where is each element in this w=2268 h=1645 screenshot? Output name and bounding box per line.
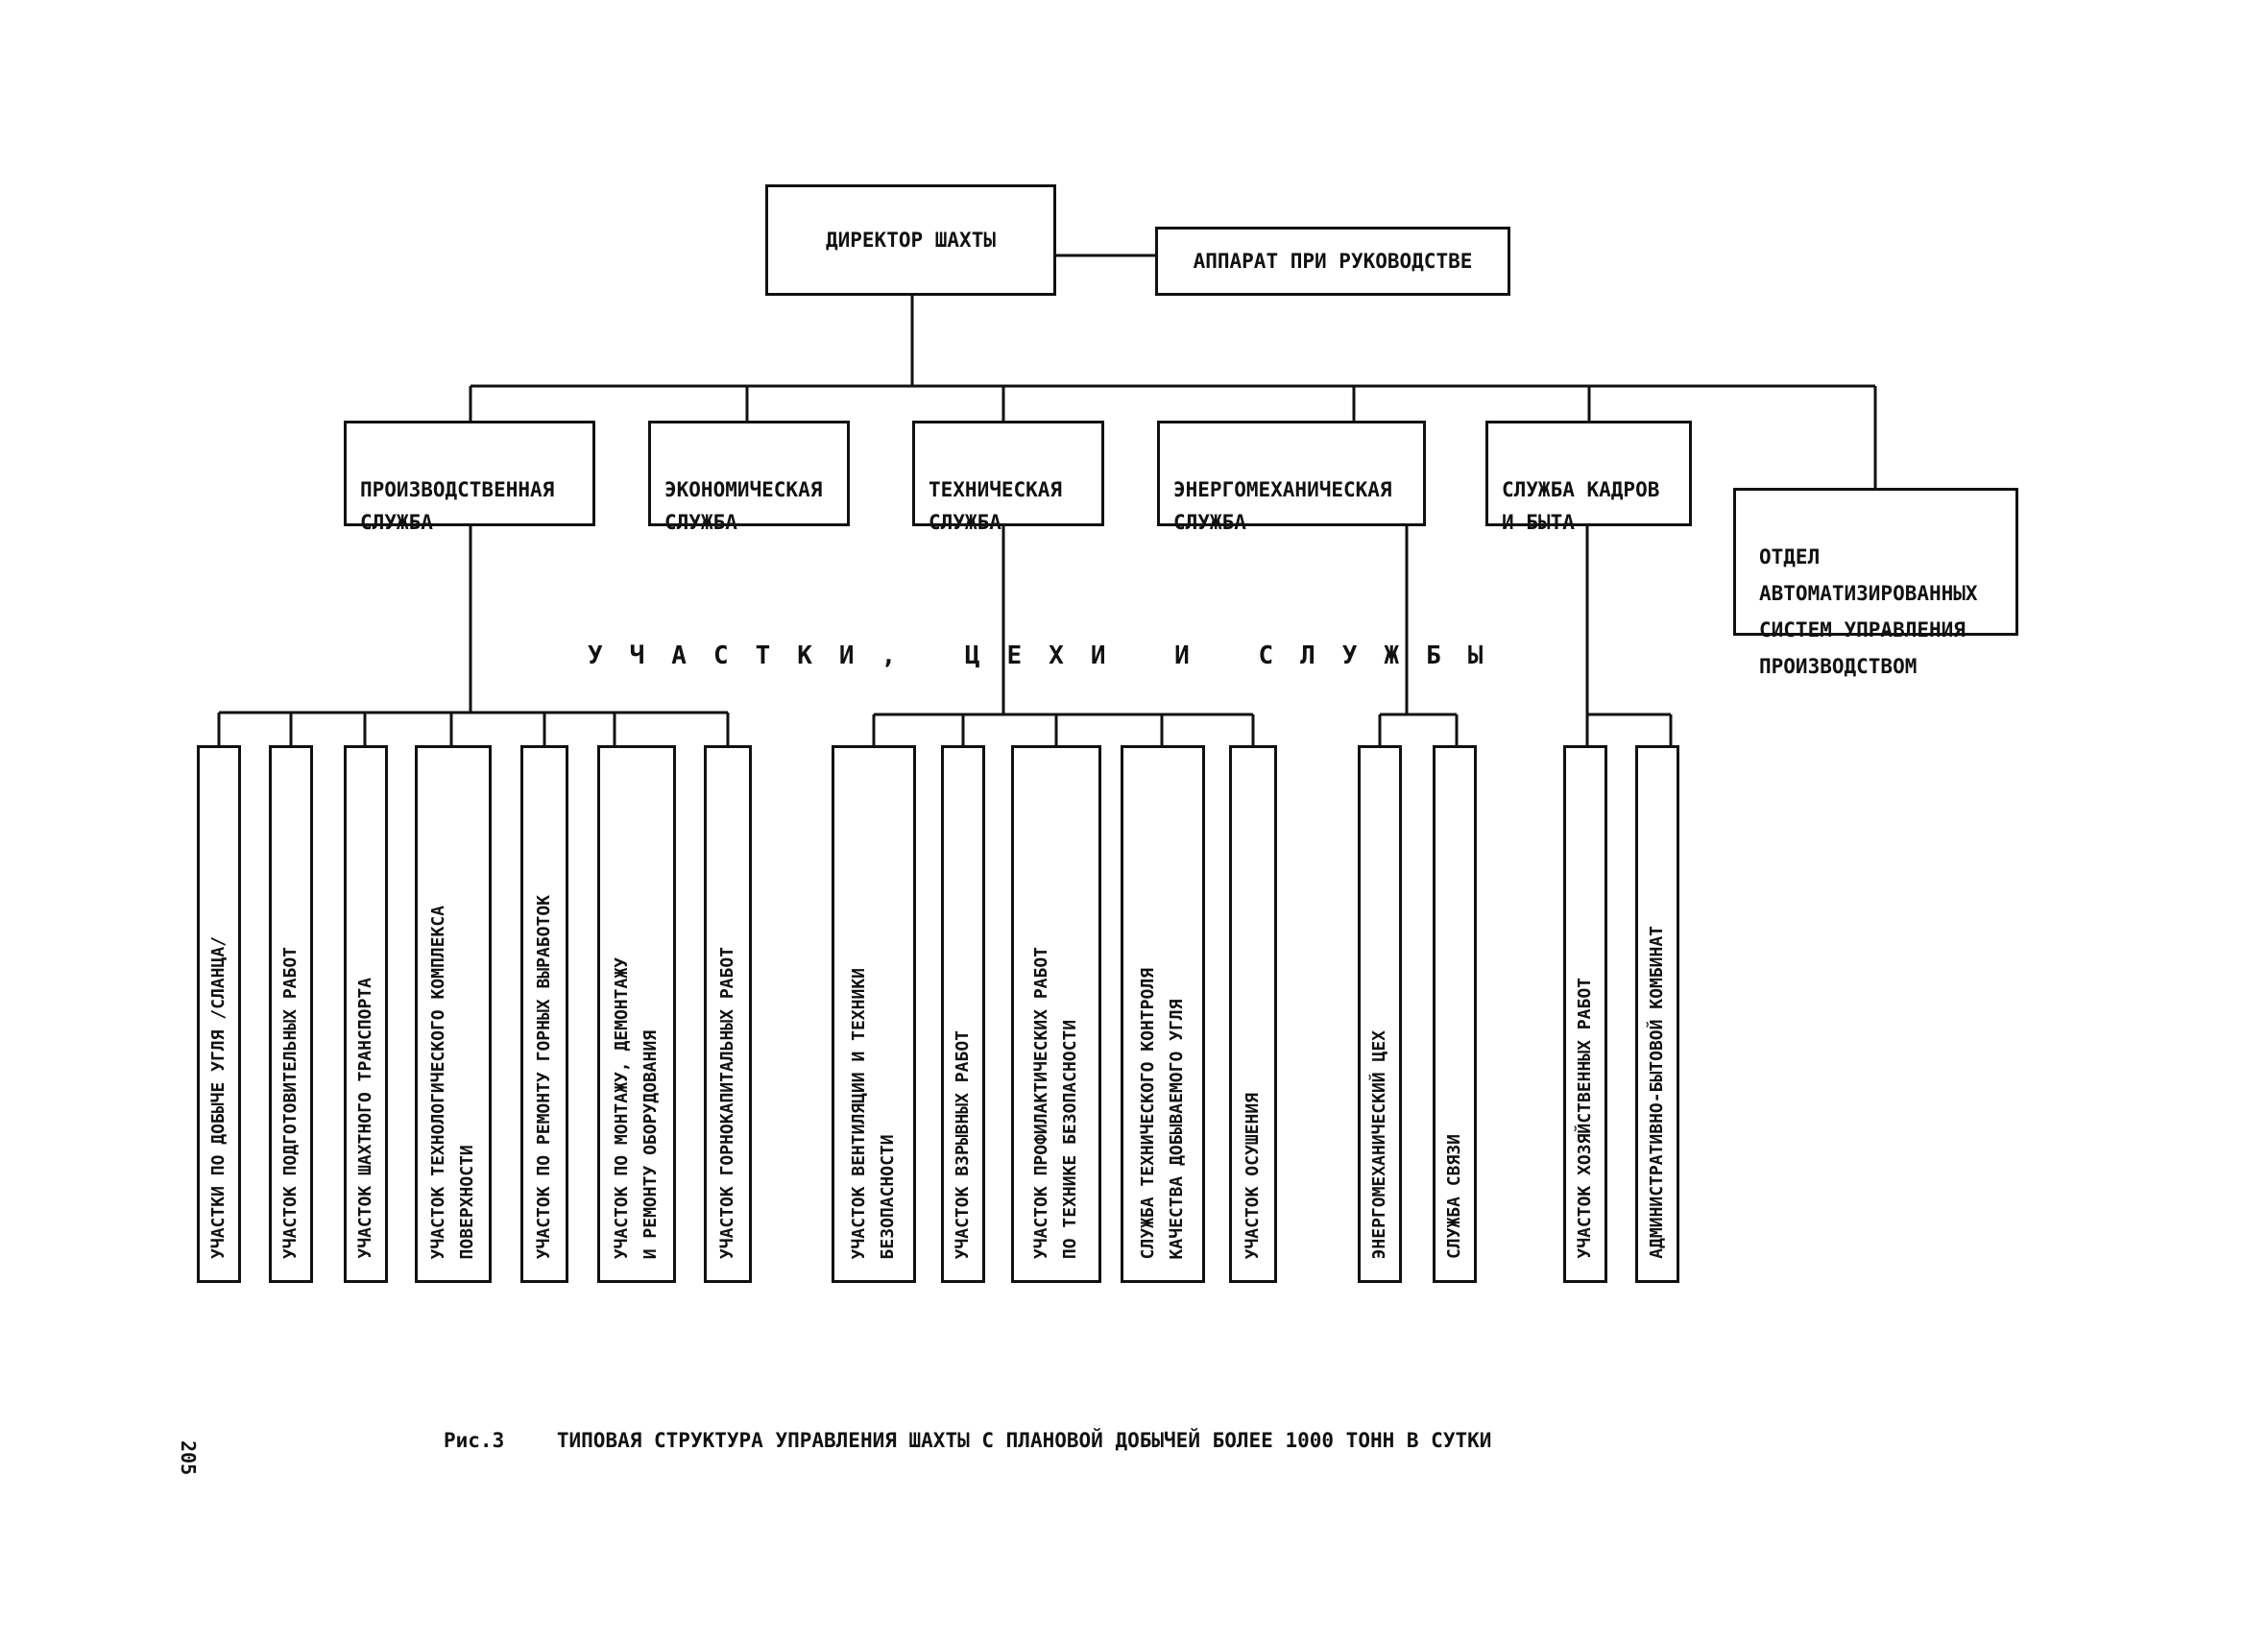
dept-personnel: СЛУЖБА КАДРОВ И БЫТА <box>1485 421 1692 534</box>
dept-technical: ТЕХНИЧЕСКАЯ СЛУЖБА <box>912 421 1104 534</box>
dept-technical-label: ТЕХНИЧЕСКАЯ СЛУЖБА <box>929 478 1063 534</box>
unit-label: УЧАСТОК ПРОФИЛАКТИЧЕСКИХ РАБОТ ПО ТЕХНИК… <box>1031 946 1080 1259</box>
director-box: ДИРЕКТОР ШАХТЫ <box>765 184 1056 296</box>
unit-label: УЧАСТОК ВЕНТИЛЯЦИИ И ТЕХНИКИ БЕЗОПАСНОСТ… <box>849 967 898 1259</box>
unit-label: СЛУЖБА СВЯЗИ <box>1444 1133 1464 1259</box>
unit-label: УЧАСТОК ШАХТНОГО ТРАНСПОРТА <box>355 978 375 1259</box>
unit-box: УЧАСТОК ПРОФИЛАКТИЧЕСКИХ РАБОТ ПО ТЕХНИК… <box>1011 745 1101 1283</box>
unit-box: УЧАСТОК ГОРНОКАПИТАЛЬНЫХ РАБОТ <box>704 745 752 1283</box>
dept-asu: ОТДЕЛ АВТОМАТИЗИРОВАННЫХ СИСТЕМ УПРАВЛЕН… <box>1733 488 2018 678</box>
unit-box: УЧАСТОК ВЗРЫВНЫХ РАБОТ <box>941 745 985 1283</box>
dept-production: ПРОИЗВОДСТВЕННАЯ СЛУЖБА <box>344 421 595 534</box>
dept-production-label: ПРОИЗВОДСТВЕННАЯ СЛУЖБА <box>360 478 555 534</box>
figure-caption: Рис.3 ТИПОВАЯ СТРУКТУРА УПРАВЛЕНИЯ ШАХТЫ… <box>444 1429 1491 1452</box>
unit-box: УЧАСТОК ШАХТНОГО ТРАНСПОРТА <box>344 745 388 1283</box>
unit-box: УЧАСТОК ПО РЕМОНТУ ГОРНЫХ ВЫРАБОТОК <box>520 745 568 1283</box>
unit-box: УЧАСТОК ПОДГОТОВИТЕЛЬНЫХ РАБОТ <box>269 745 313 1283</box>
unit-label: УЧАСТОК ПО РЕМОНТУ ГОРНЫХ ВЫРАБОТОК <box>534 894 554 1259</box>
dept-personnel-label: СЛУЖБА КАДРОВ И БЫТА <box>1502 478 1660 534</box>
unit-box: АДМИНИСТРАТИВНО-БЫТОВОЙ КОМБИНАТ <box>1635 745 1679 1283</box>
unit-box: УЧАСТОК ХОЗЯЙСТВЕННЫХ РАБОТ <box>1563 745 1607 1283</box>
unit-label: УЧАСТОК ТЕХНОЛОГИЧЕСКОГО КОМПЛЕКСА ПОВЕР… <box>428 905 477 1259</box>
unit-box: УЧАСТКИ ПО ДОБЫЧЕ УГЛЯ /СЛАНЦА/ <box>197 745 241 1283</box>
unit-box: УЧАСТОК ПО МОНТАЖУ, ДЕМОНТАЖУ И РЕМОНТУ … <box>597 745 676 1283</box>
dept-asu-label: ОТДЕЛ АВТОМАТИЗИРОВАННЫХ СИСТЕМ УПРАВЛЕН… <box>1759 545 1978 678</box>
section-label: УЧАСТКИ, ЦЕХИ И СЛУЖБЫ <box>588 641 1510 670</box>
apparatus-label: АППАРАТ ПРИ РУКОВОДСТВЕ <box>1193 250 1473 273</box>
unit-label: УЧАСТКИ ПО ДОБЫЧЕ УГЛЯ /СЛАНЦА/ <box>208 936 229 1259</box>
director-label: ДИРЕКТОР ШАХТЫ <box>825 229 996 252</box>
unit-box: ЭНЕРГОМЕХАНИЧЕСКИЙ ЦЕХ <box>1358 745 1402 1283</box>
page-number: 205 <box>177 1440 200 1476</box>
unit-label: ЭНЕРГОМЕХАНИЧЕСКИЙ ЦЕХ <box>1369 1029 1389 1259</box>
unit-box: УЧАСТОК ОСУШЕНИЯ <box>1229 745 1277 1283</box>
apparatus-box: АППАРАТ ПРИ РУКОВОДСТВЕ <box>1155 227 1510 296</box>
unit-label: СЛУЖБА ТЕХНИЧЕСКОГО КОНТРОЛЯ КАЧЕСТВА ДО… <box>1138 967 1187 1259</box>
unit-label: УЧАСТОК ГОРНОКАПИТАЛЬНЫХ РАБОТ <box>717 946 737 1259</box>
unit-label: АДМИНИСТРАТИВНО-БЫТОВОЙ КОМБИНАТ <box>1647 926 1667 1259</box>
dept-energy-label: ЭНЕРГОМЕХАНИЧЕСКАЯ СЛУЖБА <box>1173 478 1392 534</box>
unit-box: УЧАСТОК ВЕНТИЛЯЦИИ И ТЕХНИКИ БЕЗОПАСНОСТ… <box>832 745 916 1283</box>
unit-box: СЛУЖБА ТЕХНИЧЕСКОГО КОНТРОЛЯ КАЧЕСТВА ДО… <box>1121 745 1205 1283</box>
unit-label: УЧАСТОК ПОДГОТОВИТЕЛЬНЫХ РАБОТ <box>280 946 301 1259</box>
unit-label: УЧАСТОК ОСУШЕНИЯ <box>1243 1092 1263 1259</box>
dept-energy: ЭНЕРГОМЕХАНИЧЕСКАЯ СЛУЖБА <box>1157 421 1426 534</box>
figure-number: Рис.3 <box>444 1429 505 1452</box>
unit-box: СЛУЖБА СВЯЗИ <box>1433 745 1477 1283</box>
unit-label: УЧАСТОК ВЗРЫВНЫХ РАБОТ <box>953 1029 973 1259</box>
unit-label: УЧАСТОК ХОЗЯЙСТВЕННЫХ РАБОТ <box>1575 978 1595 1259</box>
unit-box: УЧАСТОК ТЕХНОЛОГИЧЕСКОГО КОМПЛЕКСА ПОВЕР… <box>415 745 492 1283</box>
figure-title: ТИПОВАЯ СТРУКТУРА УПРАВЛЕНИЯ ШАХТЫ С ПЛА… <box>556 1429 1492 1452</box>
unit-label: УЧАСТОК ПО МОНТАЖУ, ДЕМОНТАЖУ И РЕМОНТУ … <box>612 956 661 1259</box>
dept-economic-label: ЭКОНОМИЧЕСКАЯ СЛУЖБА <box>664 478 823 534</box>
dept-economic: ЭКОНОМИЧЕСКАЯ СЛУЖБА <box>648 421 850 534</box>
